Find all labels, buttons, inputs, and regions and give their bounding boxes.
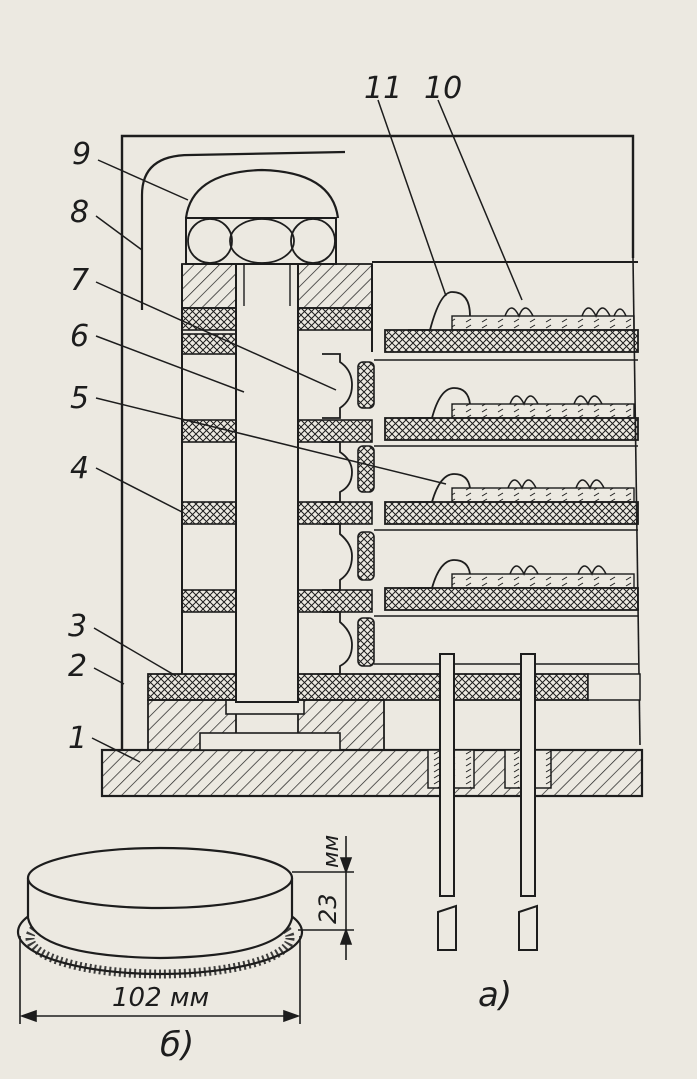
washer-5-left <box>181 589 237 613</box>
callout-10: 10 <box>424 71 462 106</box>
jumper-wire-4 <box>408 559 471 589</box>
height-dimension <box>292 836 354 960</box>
callout-labels: 1 2 3 4 5 6 7 8 9 10 11 <box>68 71 462 756</box>
panel-b-label: б) <box>160 1025 194 1065</box>
insulating-plate-ext <box>587 673 641 701</box>
jumper-wire-3 <box>408 473 471 503</box>
pin-break-right <box>518 904 538 951</box>
callout-1: 1 <box>68 721 87 756</box>
ceramic-plate-2 <box>384 417 639 441</box>
callout-3: 3 <box>68 609 87 644</box>
callout-6: 6 <box>70 319 89 354</box>
film-layer-1 <box>451 315 635 331</box>
washer-2-left <box>181 333 237 355</box>
rail-2 <box>357 445 375 493</box>
rail-1 <box>357 361 375 409</box>
knurl-band <box>25 897 295 979</box>
spring-clip-1 <box>322 353 353 419</box>
top-block-right <box>297 263 373 309</box>
rail-4 <box>357 617 375 667</box>
callout-2: 2 <box>68 649 87 684</box>
callout-4: 4 <box>70 451 89 486</box>
components-row-2 <box>509 395 603 406</box>
washer-top-right <box>297 307 373 331</box>
terminal-pin-right <box>520 653 536 897</box>
can-housing <box>120 134 635 750</box>
spring-clip-4 <box>322 611 353 675</box>
spring-clip-2 <box>322 441 353 503</box>
nut-face-left <box>187 218 233 264</box>
jumper-wire-2 <box>408 387 471 419</box>
callout-11: 11 <box>364 71 402 106</box>
ceramic-plate-4 <box>384 587 639 611</box>
washer-top-left <box>181 307 237 331</box>
spring-clip-3 <box>322 523 353 591</box>
height-value: 23 <box>314 893 342 924</box>
pin-break-left <box>437 904 457 951</box>
diameter-label: 102 мм <box>112 983 209 1013</box>
base-plate <box>100 748 644 798</box>
external-view <box>16 846 304 979</box>
film-layer-2 <box>451 403 635 419</box>
components-row-3 <box>507 479 605 490</box>
base-block-mid <box>199 732 341 751</box>
nut <box>185 217 337 265</box>
ceramic-plate-3 <box>384 501 639 525</box>
dome-cap <box>184 168 340 219</box>
film-layer-3 <box>451 487 635 503</box>
callout-8: 8 <box>70 195 89 230</box>
rail-3 <box>357 531 375 581</box>
components-row-1 <box>504 307 627 318</box>
top-block-left <box>181 263 237 309</box>
central-bolt <box>235 263 299 703</box>
section-view <box>100 134 644 951</box>
diameter-dimension <box>19 936 301 1024</box>
washer-r1 <box>297 419 373 443</box>
insulating-plate <box>147 673 589 701</box>
washer-4-left <box>181 501 237 525</box>
lead-wire <box>140 150 346 310</box>
callout-7: 7 <box>70 263 89 298</box>
panel-a-label: a) <box>478 975 512 1015</box>
terminal-pin-left <box>439 653 455 897</box>
components-row-4 <box>509 565 607 576</box>
film-layer-4 <box>451 573 635 589</box>
can-top <box>26 846 294 910</box>
ceramic-plate-1 <box>384 329 639 353</box>
nut-face-right <box>290 218 336 264</box>
jumper-wire-1 <box>408 291 471 331</box>
washer-r3 <box>297 589 373 613</box>
callout-5: 5 <box>70 381 89 416</box>
callout-9: 9 <box>72 137 91 172</box>
leader-lines <box>91 99 523 763</box>
washer-r2 <box>297 501 373 525</box>
height-unit: мм <box>319 835 344 868</box>
nut-face-mid <box>229 218 295 264</box>
